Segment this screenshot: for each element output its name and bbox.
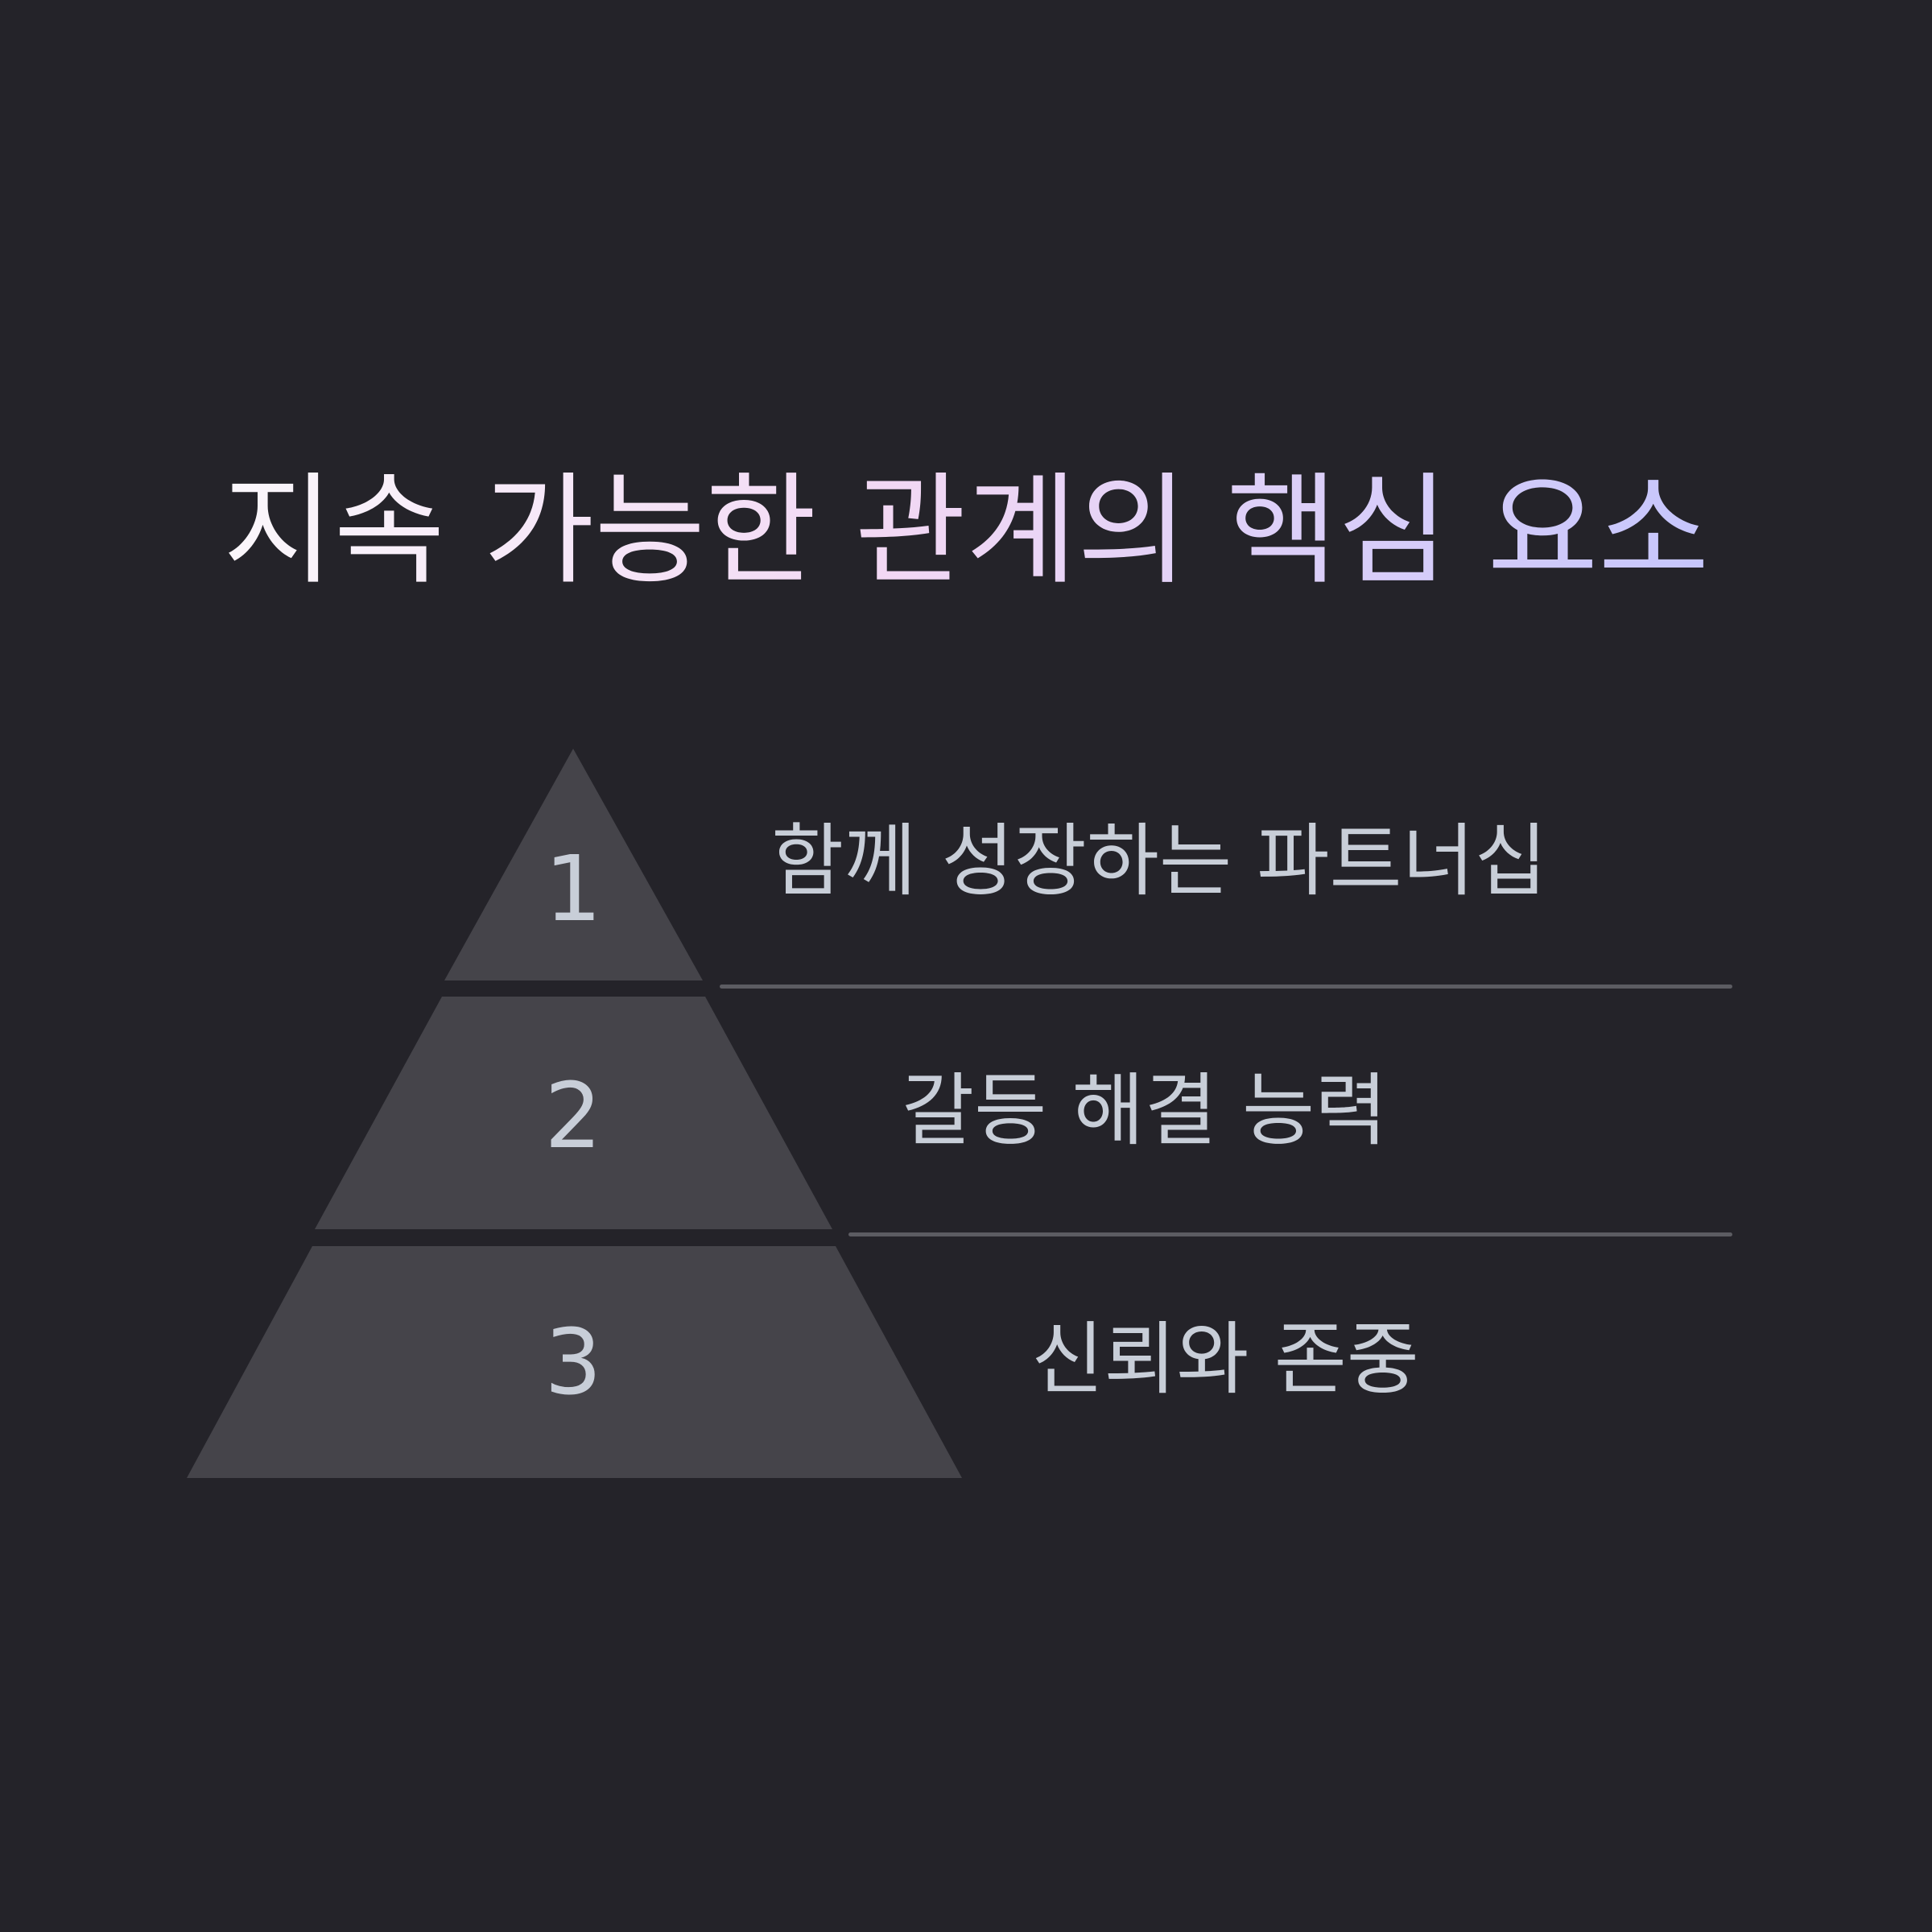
pyramid-tier-3 bbox=[187, 1246, 962, 1478]
page-title-text: 지속 가능한 관계의 핵심 요소 bbox=[222, 461, 1710, 601]
divider-2 bbox=[848, 1232, 1732, 1236]
pyramid-tier-1 bbox=[444, 749, 703, 980]
tier-3-label: 신뢰와 존중 bbox=[1031, 1314, 1419, 1406]
tier-2-label: 갈등 해결 능력 bbox=[902, 1065, 1388, 1157]
tier-1-label: 함께 성장하는 파트너십 bbox=[771, 815, 1547, 907]
pyramid-tier-2 bbox=[315, 997, 832, 1229]
tier-1-number: 1 bbox=[544, 837, 602, 942]
tier-3-number: 3 bbox=[544, 1311, 602, 1415]
divider-1 bbox=[720, 985, 1732, 989]
page-title: 지속 가능한 관계의 핵심 요소 bbox=[0, 455, 1932, 608]
tier-2-number: 2 bbox=[544, 1064, 602, 1169]
